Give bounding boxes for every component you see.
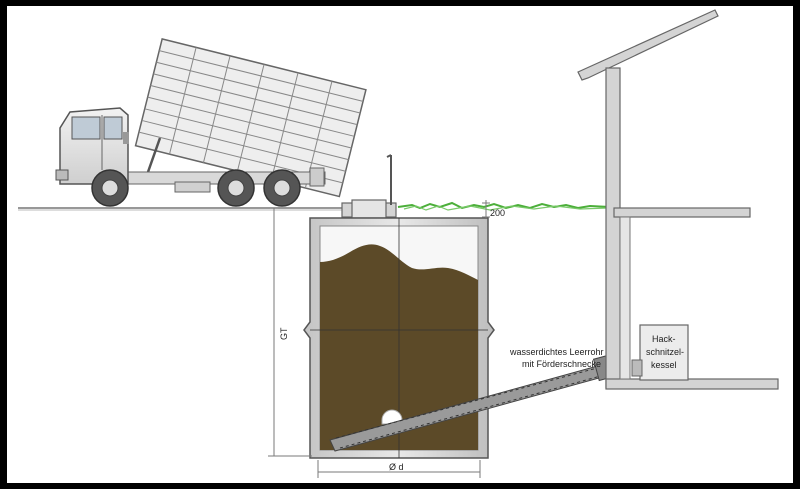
diameter-label: Ø d [389, 462, 404, 472]
boiler-label-line3: kessel [651, 360, 677, 370]
chip-boiler [631, 324, 689, 381]
boiler-label-line2: schnitzel- [646, 347, 684, 357]
boiler-label-line1: Hack- [652, 334, 676, 344]
grass-line [397, 201, 611, 211]
depth-label: GT [279, 327, 289, 340]
pipe-label-line1: wasserdichtes Leerrohr [509, 347, 604, 357]
depth-dimension [268, 207, 312, 457]
diameter-dimension [317, 460, 481, 478]
diagram-canvas: 200 GT Ø d wasserdichtes Leerrohr mit Fö… [7, 6, 793, 483]
clearance-dimension [482, 200, 490, 218]
ground-line [18, 207, 345, 211]
diagram-svg: 200 GT Ø d wasserdichtes Leerrohr mit Fö… [18, 9, 779, 478]
building [577, 9, 779, 390]
truck-tipping-bed [134, 38, 367, 198]
truck-wheels [91, 169, 301, 207]
dump-truck [55, 38, 367, 207]
pipe-label-line2: mit Förderschnecke [522, 359, 601, 369]
clearance-label: 200 [490, 208, 505, 218]
